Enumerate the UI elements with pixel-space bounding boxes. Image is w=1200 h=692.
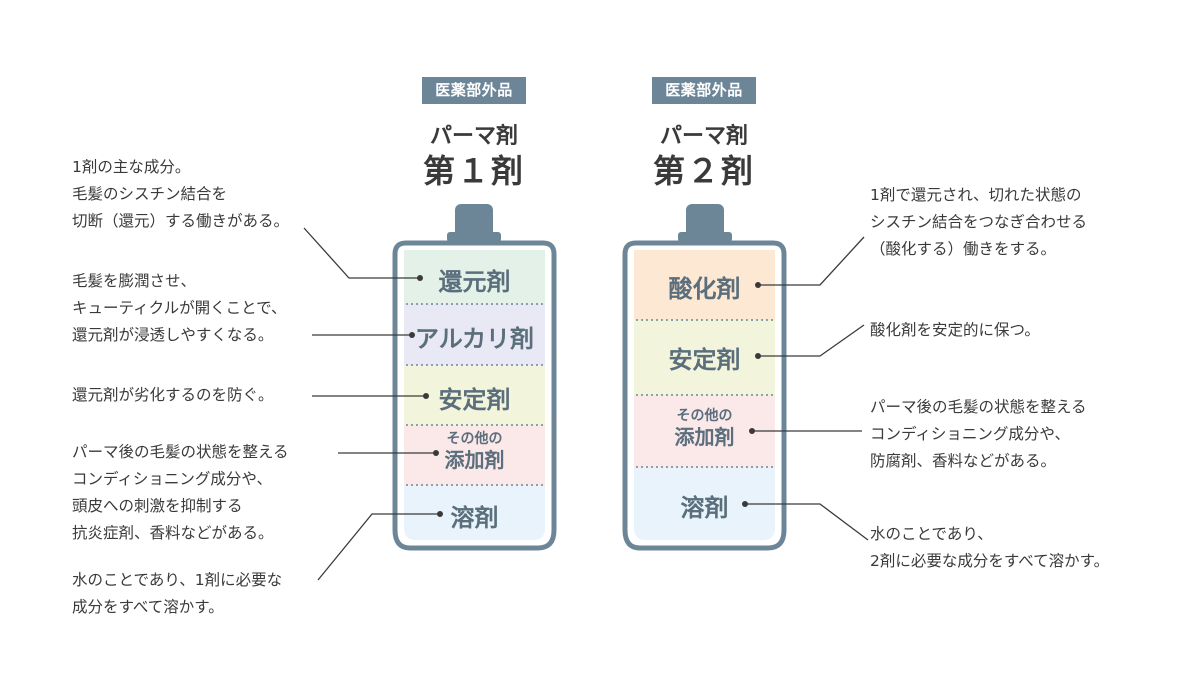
desc-additive: パーマ後の毛髪の状態を整える コンディショニング成分や、 頭皮への刺激を抑制する… bbox=[72, 443, 289, 542]
desc2-additive: パーマ後の毛髪の状態を整える コンディショニング成分や、 防腐剤、香料などがある… bbox=[870, 398, 1087, 470]
segment2-label-solvent: 溶剤 bbox=[680, 494, 729, 522]
segment-label-additive-top: その他の bbox=[446, 431, 503, 447]
segment2-label-additive-top: その他の bbox=[676, 408, 733, 424]
pouch1-cap bbox=[455, 204, 493, 240]
segment-label-solvent: 溶剤 bbox=[450, 504, 499, 532]
segment-additive-fill bbox=[404, 425, 545, 485]
segment2-label-additive: その他の 添加剤 bbox=[634, 408, 775, 450]
segment-label-alkali: アルカリ剤 bbox=[414, 325, 535, 353]
segment2-label-stabilizer: 安定剤 bbox=[668, 346, 741, 374]
leader-solvent bbox=[317, 513, 440, 581]
segment-solvent-fill bbox=[404, 485, 545, 540]
pouch1-neck bbox=[447, 232, 501, 242]
pouch2-cap bbox=[686, 204, 724, 240]
pouch2-neck bbox=[678, 232, 732, 242]
desc2-stabilizer: 酸化剤を安定的に保つ。 bbox=[870, 321, 1040, 339]
segment-oxidizer-fill bbox=[634, 250, 775, 320]
desc-stabilizer: 還元剤が劣化するのを防ぐ。 bbox=[72, 386, 274, 404]
desc-solvent: 水のことであり、1剤に必要な 成分をすべて溶かす。 bbox=[72, 571, 283, 616]
agent1-subtitle: パーマ剤 bbox=[429, 124, 518, 149]
segment2-label-additive-bottom: 添加剤 bbox=[674, 425, 735, 449]
desc2-oxidizer: 1剤で還元され、切れた状態の シスチン結合をつなぎ合わせる （酸化する）働きをす… bbox=[870, 186, 1088, 258]
agent2-subtitle: パーマ剤 bbox=[659, 124, 748, 149]
pouch-agent1 bbox=[392, 204, 557, 551]
leader-reducing bbox=[303, 227, 420, 279]
agent2-title: 第２剤 bbox=[652, 152, 755, 190]
desc2-solvent: 水のことであり、 2剤に必要な成分をすべて溶かす。 bbox=[870, 525, 1110, 570]
leader2-solvent bbox=[745, 503, 869, 541]
segment-label-additive: その他の 添加剤 bbox=[404, 431, 545, 473]
segment2-stabilizer-fill bbox=[634, 320, 775, 395]
desc-reducing: 1剤の主な成分。 毛髪のシスチン結合を 切断（還元）する働きがある。 bbox=[72, 158, 290, 230]
segment-label-additive-bottom: 添加剤 bbox=[444, 448, 505, 472]
quasi-drug-badge-agent2: 医薬部外品 bbox=[652, 77, 756, 104]
segment-label-stabilizer: 安定剤 bbox=[438, 386, 511, 414]
segment2-solvent-fill bbox=[634, 467, 775, 540]
desc-alkali: 毛髪を膨潤させ、 キューティクルが開くことで、 還元剤が浸透しやすくなる。 bbox=[72, 272, 287, 344]
segment-label-reducing: 還元剤 bbox=[438, 268, 511, 296]
leader2-stabilizer bbox=[758, 324, 865, 357]
quasi-drug-badge-agent1: 医薬部外品 bbox=[422, 77, 526, 104]
agent1-title: 第１剤 bbox=[422, 152, 525, 190]
leaders-agent2 bbox=[742, 236, 869, 541]
segment2-label-oxidizer: 酸化剤 bbox=[668, 275, 741, 303]
leader-oxidizer bbox=[758, 236, 865, 286]
segment-reducing-fill bbox=[404, 250, 545, 304]
segment-alkali-fill bbox=[404, 304, 545, 365]
leaders-agent1 bbox=[303, 227, 443, 581]
pouch-agent2 bbox=[622, 204, 787, 551]
